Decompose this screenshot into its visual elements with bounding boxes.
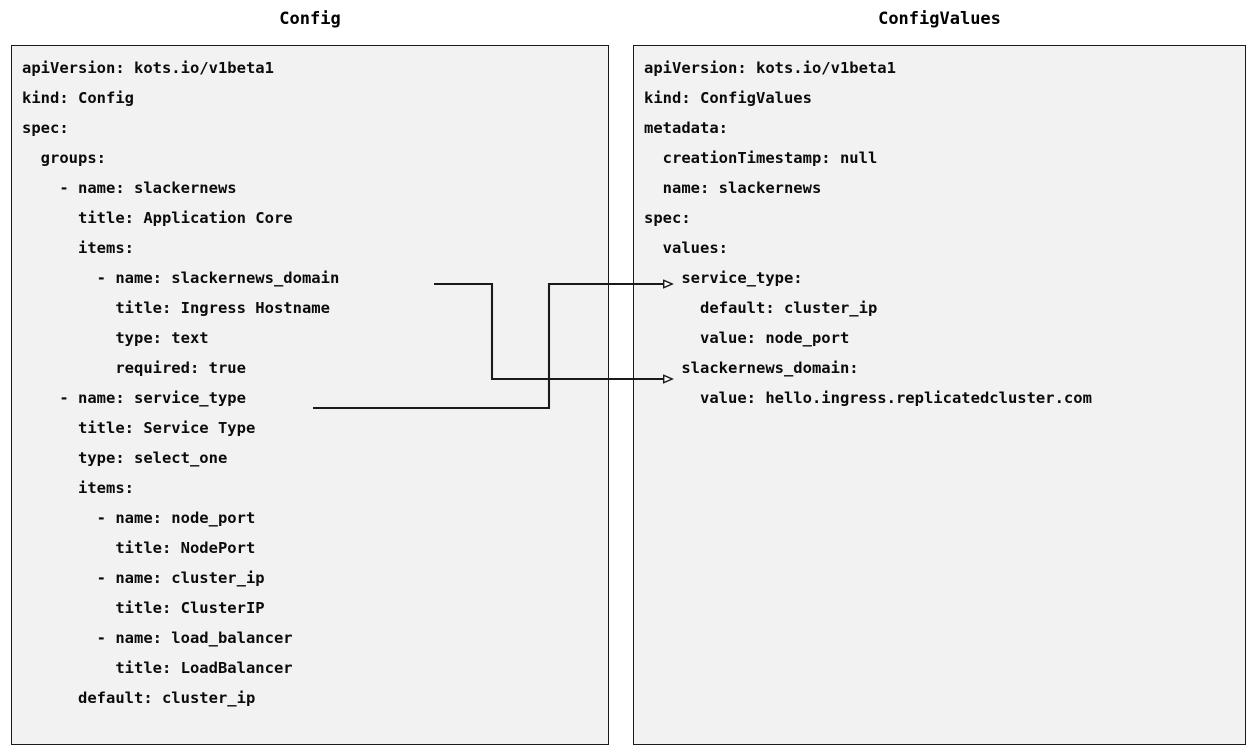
panel-title-configvalues: ConfigValues <box>878 9 1001 29</box>
panel-title-config: Config <box>279 9 341 29</box>
configvalues-yaml-text: apiVersion: kots.io/v1beta1 kind: Config… <box>644 59 1092 407</box>
config-yaml-panel: apiVersion: kots.io/v1beta1 kind: Config… <box>11 45 609 745</box>
configvalues-yaml-panel: apiVersion: kots.io/v1beta1 kind: Config… <box>633 45 1246 745</box>
config-yaml-text: apiVersion: kots.io/v1beta1 kind: Config… <box>22 59 340 707</box>
